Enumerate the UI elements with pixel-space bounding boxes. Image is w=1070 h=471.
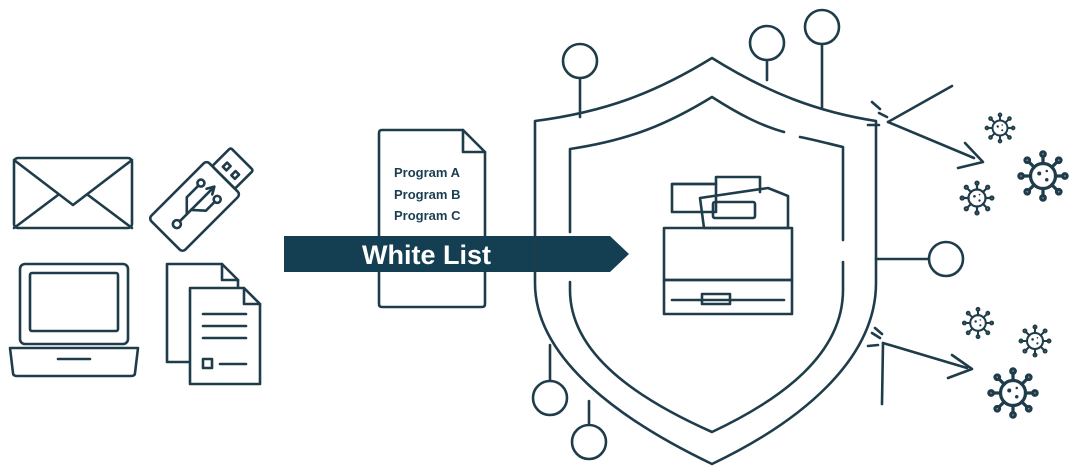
threat-arrow-upper xyxy=(866,84,985,170)
program-c-label: Program C xyxy=(394,208,461,223)
laptop-icon xyxy=(8,262,140,378)
program-a-label: Program A xyxy=(394,165,461,180)
printer-icon xyxy=(662,175,794,316)
whitelist-banner-label: White List xyxy=(362,240,491,270)
envelope-icon xyxy=(12,156,134,230)
program-b-label: Program B xyxy=(394,187,460,202)
threat-arrow-lower xyxy=(866,326,974,406)
shield-icon xyxy=(531,8,965,466)
virus-icon xyxy=(959,112,1069,419)
whitelist-document: Program A Program B Program C xyxy=(377,128,487,309)
whitelist-arrow-banner: White List xyxy=(284,236,629,272)
usb-drive-icon xyxy=(148,147,254,253)
documents-icon xyxy=(165,262,262,386)
